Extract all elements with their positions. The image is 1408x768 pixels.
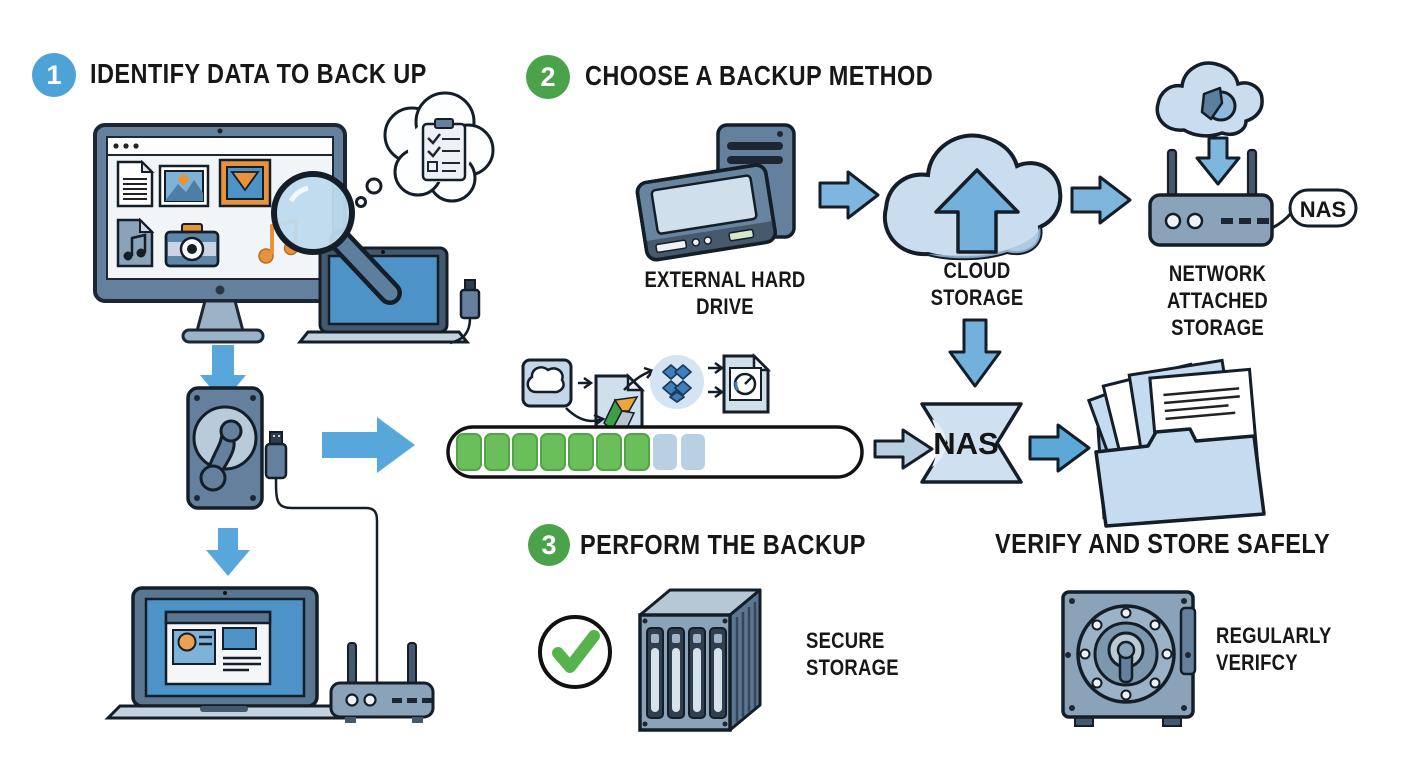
arrow <box>708 385 725 399</box>
cloud-storage-label: CLOUD STORAGE <box>930 258 1024 310</box>
down-arrow-icon <box>1195 136 1241 186</box>
arrow <box>578 376 594 390</box>
network-attached-storage-label: NETWORK ATTACHED STORAGE <box>1167 261 1268 340</box>
step1-badge: 1 <box>32 53 76 97</box>
step1-title: IDENTIFY DATA TO BACK UP <box>90 58 427 89</box>
secure-storage-label: SECURE STORAGE <box>806 628 899 680</box>
step2-badge: 2 <box>526 55 570 99</box>
regularly-verify-label: REGULARLY VERIFCY <box>1216 623 1332 675</box>
cloud-upload-icon <box>882 133 1063 261</box>
progress-segments <box>456 433 705 471</box>
nas-tag-label: NAS <box>1300 197 1346 222</box>
drive-doc-icon <box>594 372 646 434</box>
usb-cable-icon <box>264 431 379 685</box>
progress-segment <box>456 433 482 471</box>
step3-number: 3 <box>541 529 557 560</box>
magnifier-icon <box>271 171 402 305</box>
dropbox-icon <box>650 355 704 409</box>
external-drive-icon <box>635 123 796 262</box>
safe-icon <box>1061 590 1197 727</box>
folder-documents-icon <box>1086 358 1266 528</box>
framed-image-icon <box>218 158 272 208</box>
check-circle-icon <box>538 615 612 689</box>
nas-banner: NAS <box>920 402 1023 484</box>
nas-tag: NAS <box>1271 188 1358 230</box>
checklist-icon <box>421 118 467 182</box>
progress-segment <box>624 433 650 471</box>
arrow <box>565 407 606 426</box>
report-doc-icon <box>722 352 772 414</box>
down-arrow-icon <box>206 528 250 576</box>
monitor-illustration <box>93 91 495 345</box>
router-icon <box>329 642 435 723</box>
music-file-icon <box>116 217 155 268</box>
step2-number: 2 <box>540 61 556 92</box>
nas-enclosure-icon <box>638 588 762 732</box>
photo-file-icon <box>158 164 210 208</box>
right-arrow-icon <box>1028 423 1091 473</box>
cloud-app-icon <box>521 358 573 408</box>
step2-title: CHOOSE A BACKUP METHOD <box>585 60 934 91</box>
progress-segment <box>540 433 566 471</box>
right-arrow-icon <box>873 428 934 470</box>
right-arrow-icon <box>818 170 880 220</box>
nas-banner-label: NAS <box>933 426 998 461</box>
verify-title: VERIFY AND STORE SAFELY <box>995 528 1331 559</box>
hard-drive-icon <box>186 386 264 510</box>
laptop-bottom-icon <box>104 586 346 720</box>
arrow <box>708 361 725 375</box>
progress-segment <box>484 433 510 471</box>
right-arrow-icon <box>1070 175 1132 225</box>
progress-segment <box>681 434 705 470</box>
progress-segment <box>512 433 538 471</box>
down-arrow-icon <box>948 318 1002 388</box>
step1-number: 1 <box>46 59 62 90</box>
step3-title: PERFORM THE BACKUP <box>580 529 866 560</box>
progress-segment <box>568 433 594 471</box>
right-arrow-icon <box>322 417 415 473</box>
progress-bar <box>446 425 864 479</box>
nas-router-icon <box>1148 148 1274 247</box>
progress-segment <box>596 433 622 471</box>
sync-icons <box>521 352 772 443</box>
camera-icon <box>164 223 220 268</box>
document-file-icon <box>116 159 155 208</box>
cloud-download-icon <box>1155 61 1264 138</box>
external-hard-drive-label: EXTERNAL HARD DRIVE <box>644 267 806 319</box>
progress-segment <box>653 434 677 470</box>
step3-badge: 3 <box>528 524 570 566</box>
usb-plug-icon <box>449 279 481 345</box>
